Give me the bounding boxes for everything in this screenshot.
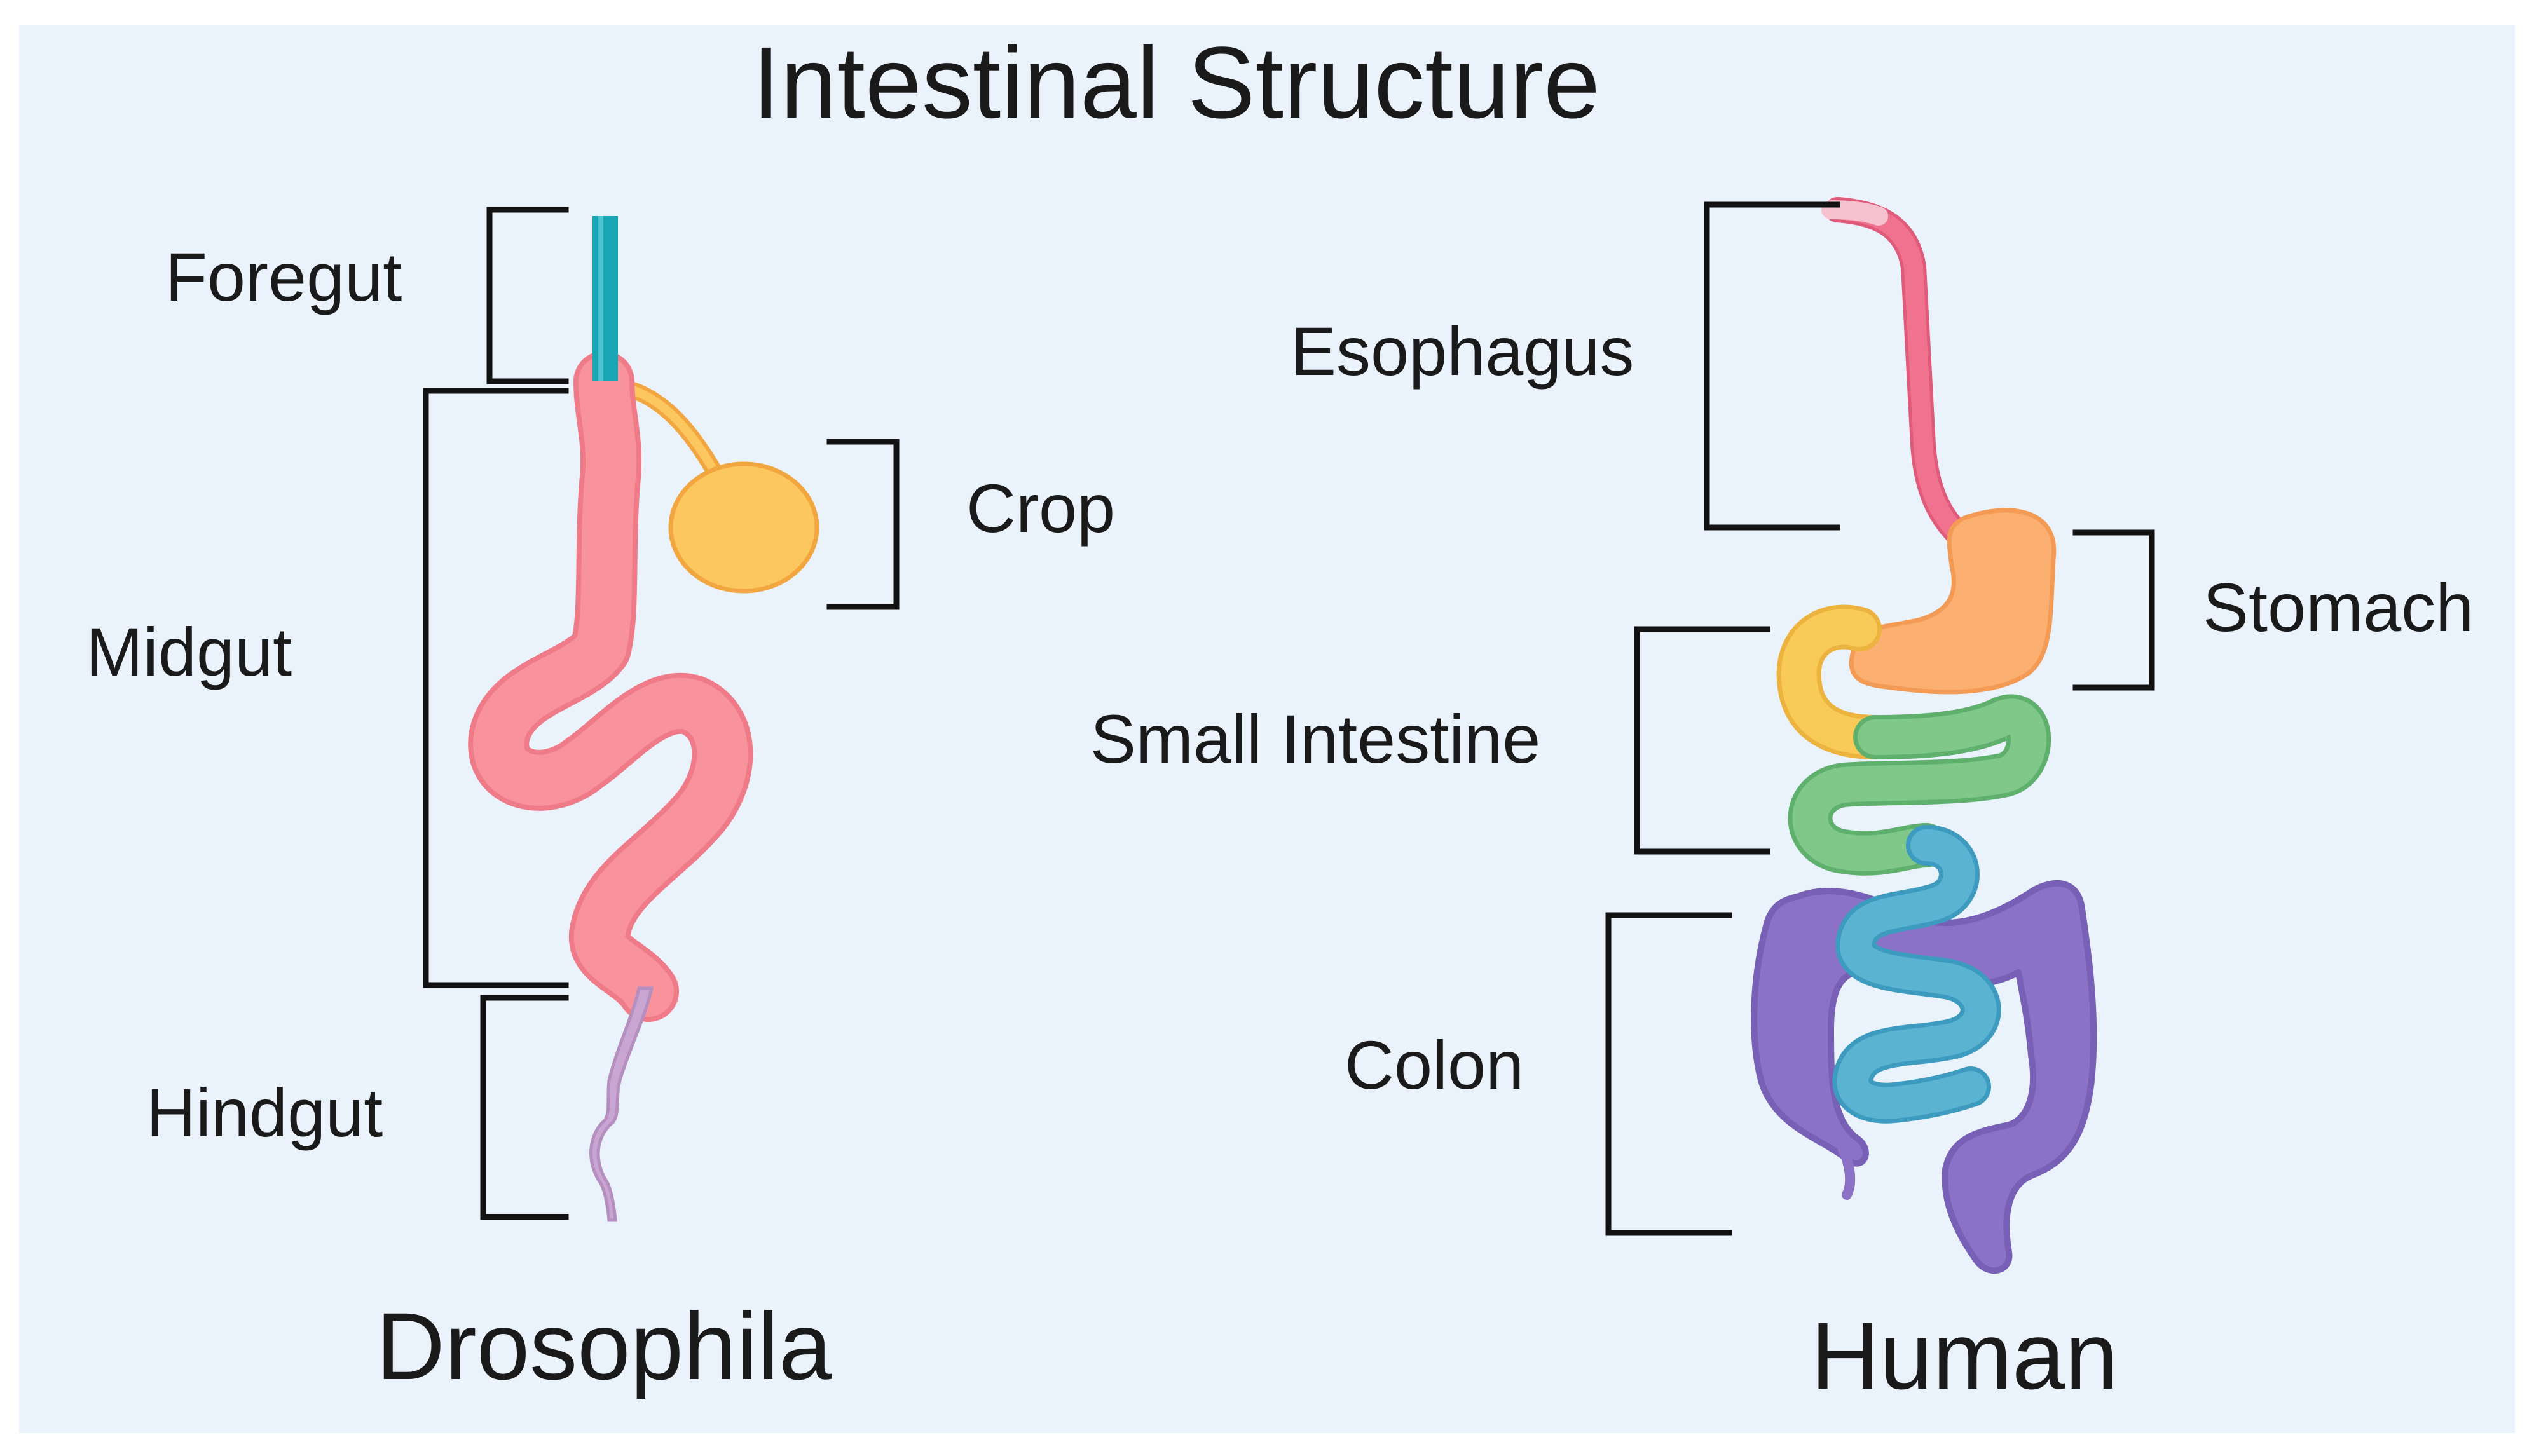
human-gut — [1751, 197, 2097, 1274]
ileum-tube — [1837, 829, 1997, 1119]
duodenum-tube — [1781, 609, 1893, 755]
diagram-background — [19, 25, 2515, 1433]
stomach-shape — [1849, 508, 2057, 695]
drosophila-gut — [468, 216, 819, 1222]
midgut-label: Midgut — [86, 613, 292, 690]
hindgut-tube — [589, 986, 654, 1222]
midgut-bracket — [423, 388, 569, 988]
foregut-label: Foregut — [165, 238, 402, 315]
small-intestine-bracket — [1634, 626, 1770, 855]
esophagus-label: Esophagus — [1291, 313, 1634, 390]
esophagus-bracket — [1704, 201, 1840, 531]
esophagus-fade — [1821, 200, 1888, 226]
small-intestine-label: Small Intestine — [1090, 700, 1540, 777]
stomach-bracket — [2072, 529, 2155, 691]
human-caption: Human — [1811, 1302, 2118, 1409]
hindgut-label: Hindgut — [146, 1074, 383, 1151]
hindgut-bracket — [480, 995, 569, 1220]
crop-label: Crop — [966, 470, 1115, 547]
colon-bracket — [1605, 912, 1732, 1236]
stomach-label: Stomach — [2203, 569, 2474, 646]
appendix — [1835, 1139, 1856, 1200]
colon-label: Colon — [1345, 1026, 1524, 1103]
foregut-bracket — [486, 207, 569, 384]
crop-bracket — [826, 439, 900, 610]
jejunum-tube — [1792, 698, 2047, 871]
diagram-title: Intestinal Structure — [752, 25, 1600, 139]
midgut-tube — [473, 356, 748, 1017]
drosophila-caption: Drosophila — [376, 1293, 832, 1399]
crop-sac — [668, 461, 819, 594]
